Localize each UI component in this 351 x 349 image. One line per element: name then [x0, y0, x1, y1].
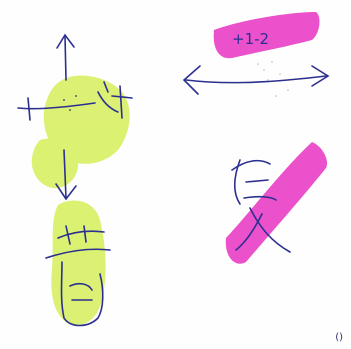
- left-green-highlight: [32, 76, 130, 326]
- page-number-mark: (): [335, 332, 343, 343]
- double-arrow: [184, 66, 328, 94]
- right-top-label: +1-2: [232, 30, 269, 48]
- right-speckles: [257, 61, 289, 97]
- up-arrow: [57, 35, 74, 80]
